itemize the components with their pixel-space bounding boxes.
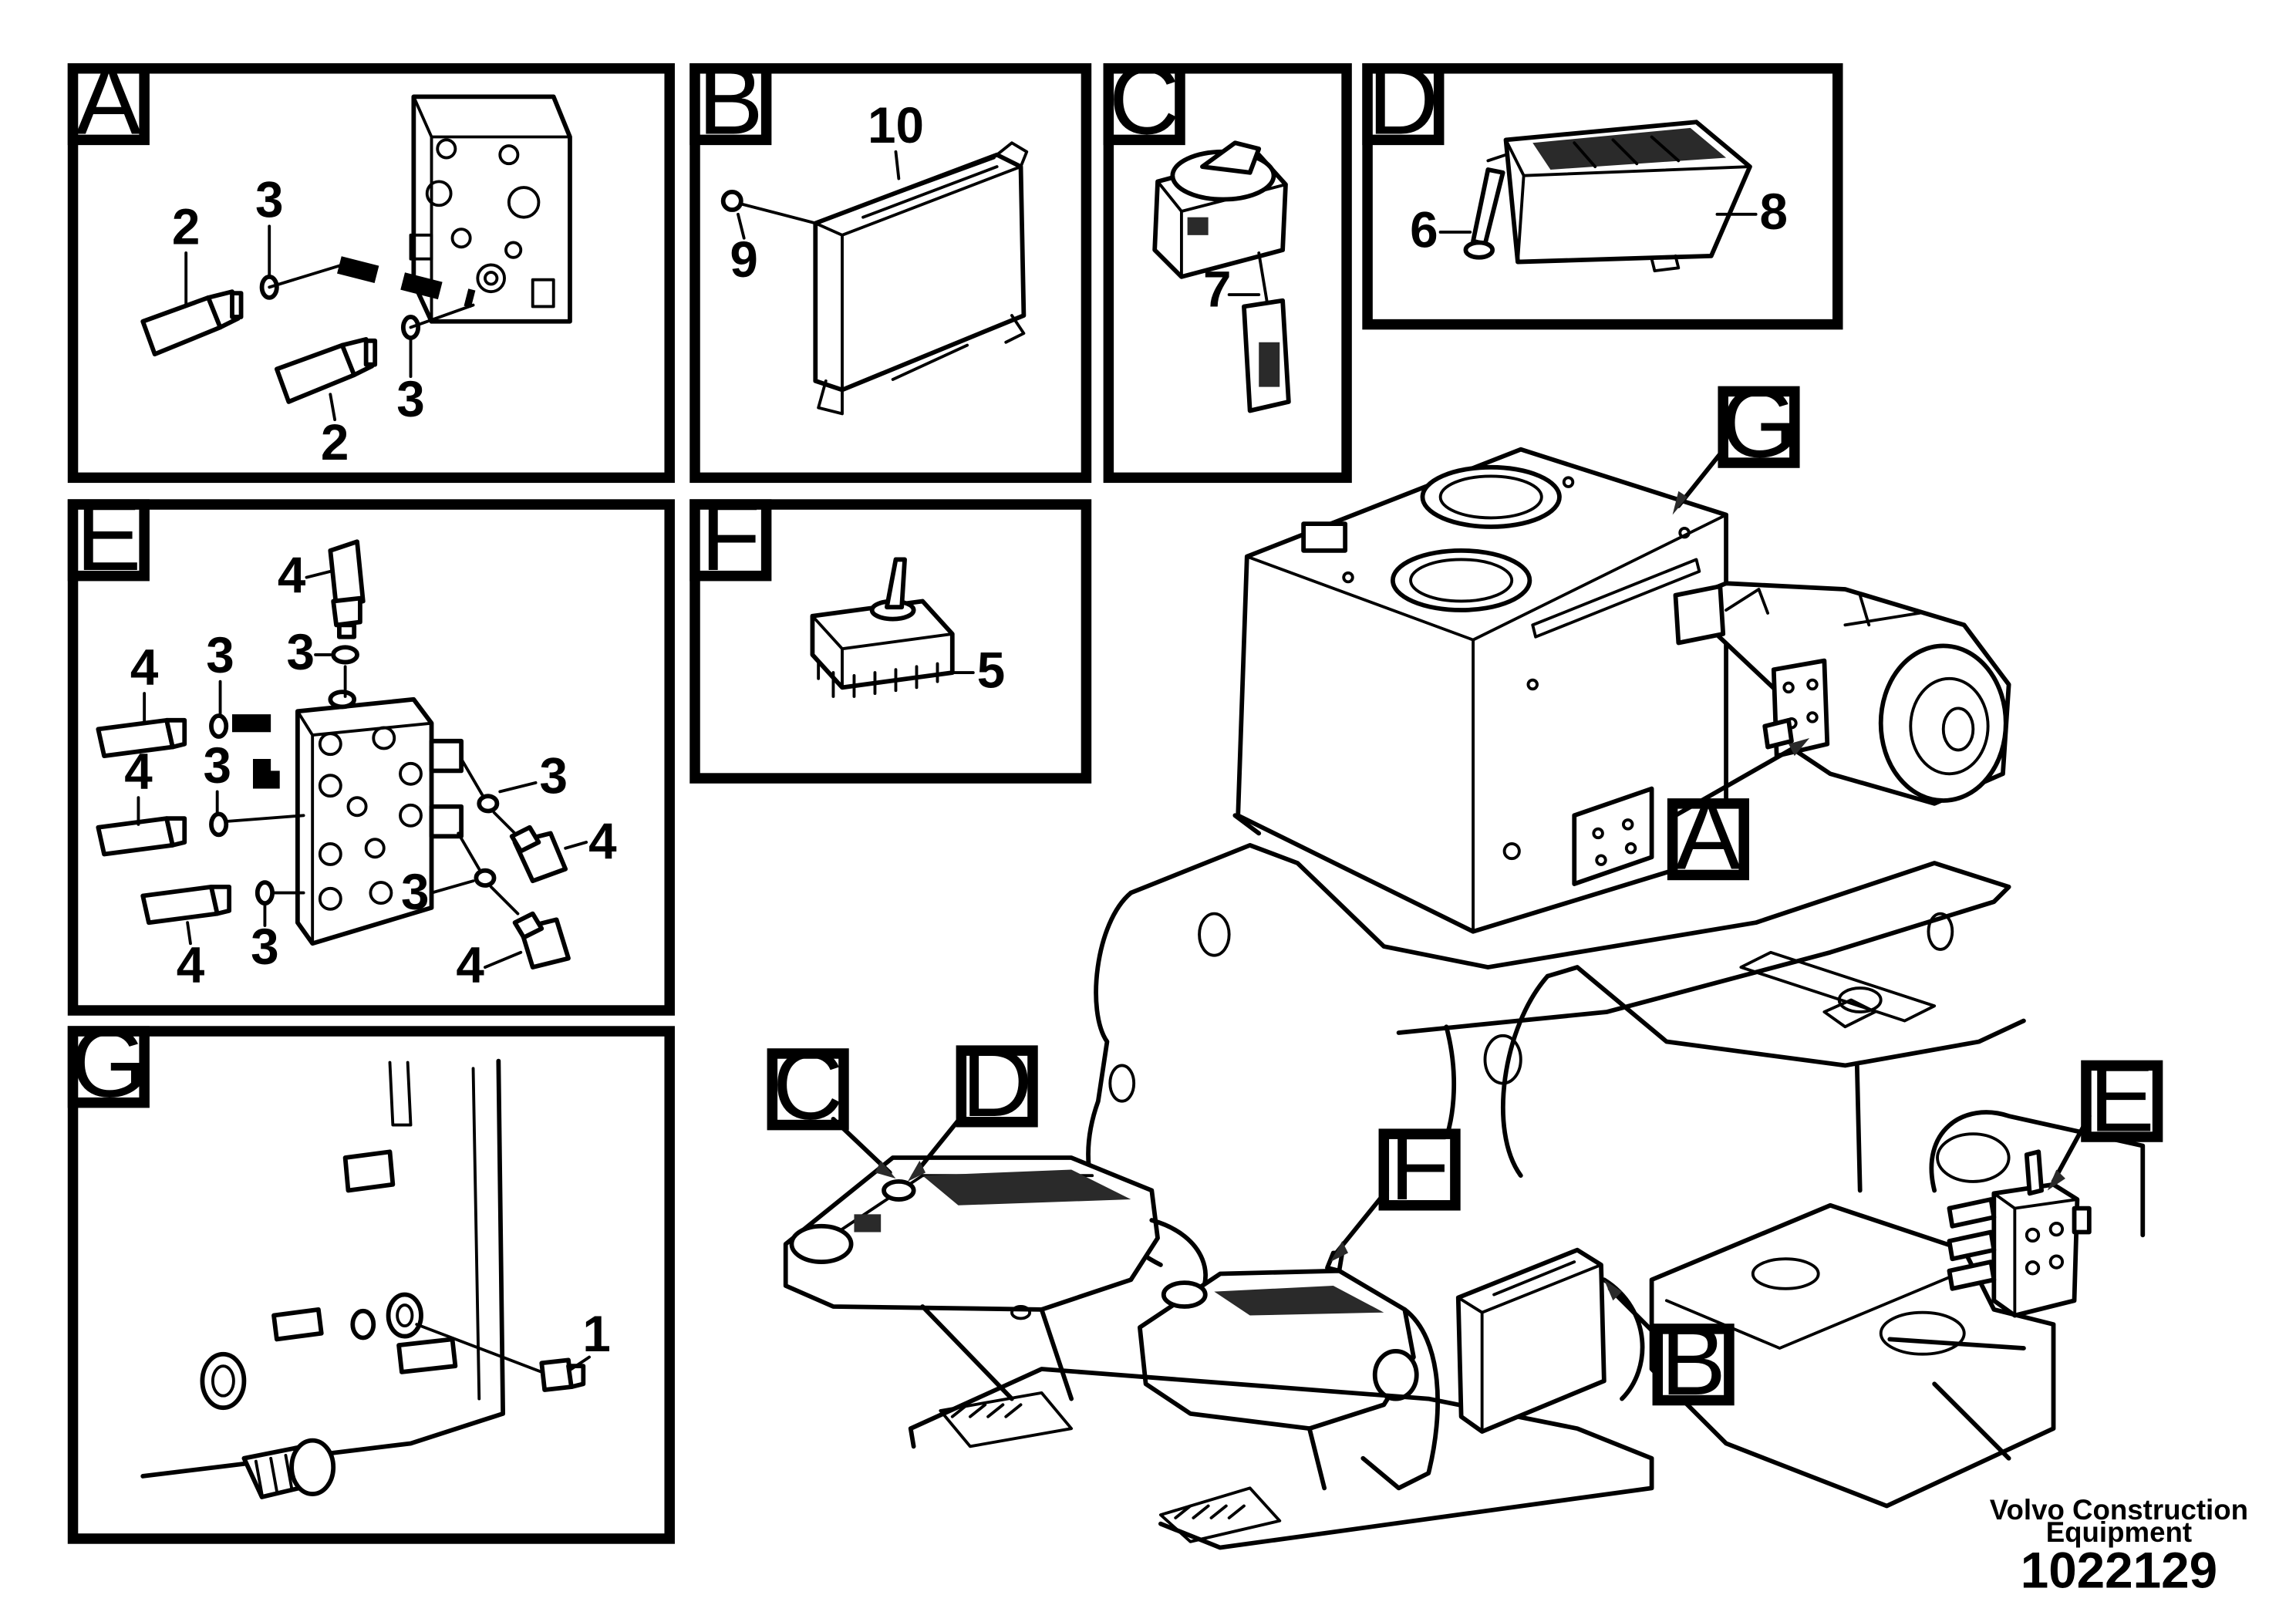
svg-text:E: E xyxy=(2089,1042,2155,1152)
machine-overview: G A C D F E xyxy=(767,368,2163,1550)
callout-3-upper: 3 xyxy=(255,172,283,228)
callout-2-lower: 2 xyxy=(321,414,349,470)
hydraulic-pump xyxy=(1673,581,2011,806)
overview-label-b: B xyxy=(1603,1280,1735,1415)
document-number: 1022129 xyxy=(2021,1543,2217,1599)
callout-3-left-1: 3 xyxy=(206,627,234,683)
callout-3-right-1: 3 xyxy=(539,747,567,804)
sensor-left-3 xyxy=(140,885,232,926)
overview-label-f: F xyxy=(1330,1111,1461,1263)
overview-label-e: E xyxy=(2047,1042,2163,1191)
pressure-sensor-lower xyxy=(274,336,378,404)
toggle-switch xyxy=(810,557,955,698)
lower-frame xyxy=(1649,1110,2146,1509)
callout-3-top: 3 xyxy=(286,624,314,680)
rotary-switch xyxy=(1152,140,1291,413)
hydraulic-tank xyxy=(1236,447,1728,934)
panel-c: C 7 xyxy=(1103,46,1352,484)
sensor-left-2 xyxy=(96,816,187,857)
sensor-top xyxy=(328,539,366,639)
publisher-footer: Volvo Construction Equipment 1022129 xyxy=(1990,1494,2248,1599)
panel-c-letter: C xyxy=(1109,46,1180,155)
callout-4-right-2: 4 xyxy=(456,936,484,993)
sensor-right-1 xyxy=(509,824,568,884)
overview-label-d: D xyxy=(907,1027,1038,1182)
mounting-screw-6 xyxy=(1463,167,1505,260)
callout-3-lower: 3 xyxy=(396,371,424,427)
overview-label-c: C xyxy=(767,1030,896,1179)
svg-text:D: D xyxy=(962,1027,1033,1137)
callout-3-left-2: 3 xyxy=(203,737,231,794)
panel-f: F 5 xyxy=(689,481,1092,784)
panel-a-letter: A xyxy=(76,46,141,155)
panel-a: A 2 3 2 3 xyxy=(67,46,675,484)
callout-4-left-2: 4 xyxy=(124,744,153,800)
callout-4-top: 4 xyxy=(278,547,306,603)
right-control-console xyxy=(1137,1250,1441,1491)
callout-3-left-3: 3 xyxy=(251,919,278,975)
svg-text:G: G xyxy=(1721,368,1797,477)
left-control-console xyxy=(783,1155,1208,1401)
callout-2-upper: 2 xyxy=(172,198,200,255)
callout-4-left-1: 4 xyxy=(130,639,159,696)
svg-text:B: B xyxy=(1660,1306,1726,1415)
control-unit-overview xyxy=(1455,1247,1645,1434)
publisher-line-1: Volvo Construction xyxy=(1990,1494,2248,1526)
panel-f-letter: F xyxy=(700,481,760,591)
callout-4-left-3: 4 xyxy=(177,936,205,993)
publisher-line-2: Equipment xyxy=(2046,1516,2192,1548)
callout-8: 8 xyxy=(1760,184,1788,240)
panel-d: D 6 8 xyxy=(1362,46,1843,330)
overview-label-g: G xyxy=(1672,368,1800,515)
panel-d-letter: D xyxy=(1367,46,1438,155)
callout-6: 6 xyxy=(1410,201,1438,258)
panel-e: E 4 3 xyxy=(67,481,675,1016)
panel-b-letter: B xyxy=(698,46,764,155)
sensor-left-1 xyxy=(96,717,187,759)
overview-label-a: A xyxy=(1667,737,1810,890)
callout-10: 10 xyxy=(868,97,924,153)
control-unit-ecu xyxy=(813,141,1029,416)
callout-3-right-2: 3 xyxy=(401,864,429,920)
panel-g: G 1 xyxy=(67,1008,675,1544)
valve-block xyxy=(295,690,464,946)
sensor-right-2 xyxy=(512,911,571,969)
callout-4-right-1: 4 xyxy=(588,813,617,869)
svg-text:F: F xyxy=(1390,1111,1450,1220)
keypad-unit xyxy=(1486,120,1752,273)
callout-5: 5 xyxy=(977,642,1005,698)
floor-plate xyxy=(908,1367,1654,1550)
panel-e-letter: E xyxy=(76,481,141,591)
panel-b: B 10 9 xyxy=(689,46,1092,484)
panel-g-letter: G xyxy=(70,1008,147,1118)
callout-1: 1 xyxy=(582,1306,610,1362)
svg-text:C: C xyxy=(773,1030,844,1140)
callout-7: 7 xyxy=(1203,261,1231,317)
callout-9: 9 xyxy=(730,231,757,288)
